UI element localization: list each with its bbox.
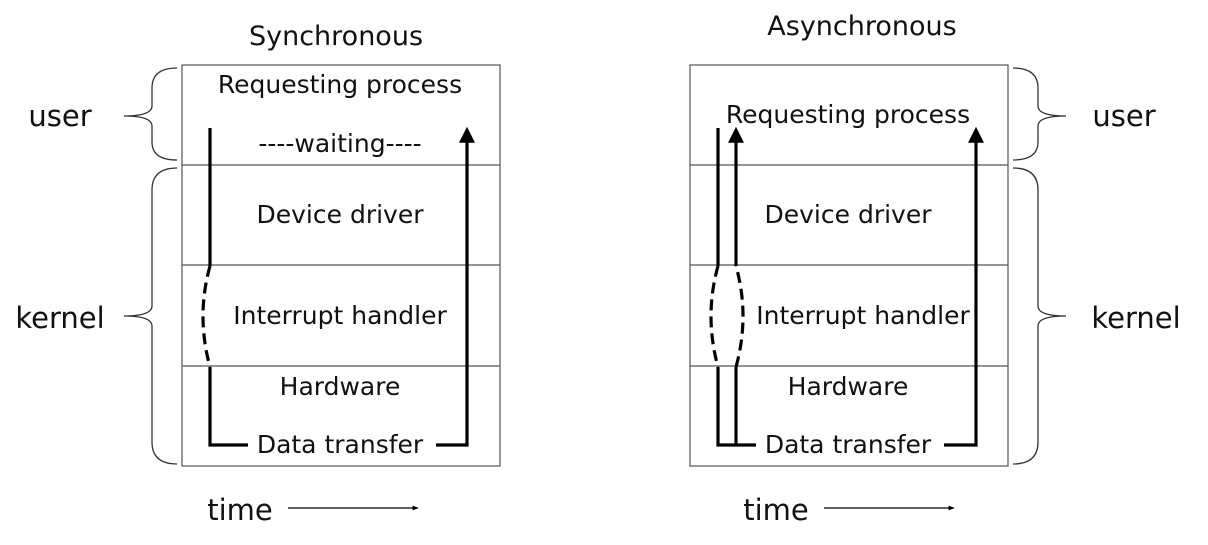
synchronous-diagram: Synchronous Requesting process ----waiti… (15, 21, 501, 527)
sync-data-transfer-label: Data transfer (257, 430, 424, 459)
synchronous-title: Synchronous (249, 21, 423, 52)
sync-waiting-label: ----waiting---- (258, 129, 421, 158)
async-layer-requesting-process: Requesting process (726, 100, 970, 129)
sync-layer-requesting-process: Requesting process (218, 70, 462, 99)
asynchronous-diagram: Asynchronous Requesting process Device d… (689, 11, 1181, 527)
async-layer-hardware: Hardware (788, 372, 909, 401)
async-kernel-label: kernel (1091, 301, 1180, 335)
sync-down-path-lower (208, 367, 248, 447)
async-down-path-dashed (709, 265, 720, 368)
async-time-label: time (743, 493, 809, 527)
async-completion-arrow (944, 126, 984, 447)
async-down-path-lower (716, 367, 756, 447)
async-layer-interrupt-handler: Interrupt handler (756, 301, 970, 330)
sync-layer-device-driver: Device driver (257, 200, 425, 229)
async-user-label: user (1092, 99, 1155, 133)
async-immediate-return-dashed (734, 265, 745, 368)
sync-layer-hardware: Hardware (280, 372, 401, 401)
sync-user-label: user (28, 99, 91, 133)
sync-user-brace (123, 67, 178, 161)
asynchronous-title: Asynchronous (767, 11, 956, 42)
sync-time-label: time (207, 493, 273, 527)
sync-kernel-brace (123, 167, 178, 465)
async-user-brace (1012, 67, 1067, 161)
sync-layer-interrupt-handler: Interrupt handler (233, 301, 447, 330)
sync-kernel-label: kernel (15, 301, 104, 335)
async-data-transfer-label: Data transfer (765, 430, 932, 459)
async-kernel-brace (1012, 167, 1067, 465)
sync-return-arrow (436, 126, 475, 447)
async-layer-device-driver: Device driver (765, 200, 933, 229)
sync-down-path-dashed (201, 265, 212, 368)
